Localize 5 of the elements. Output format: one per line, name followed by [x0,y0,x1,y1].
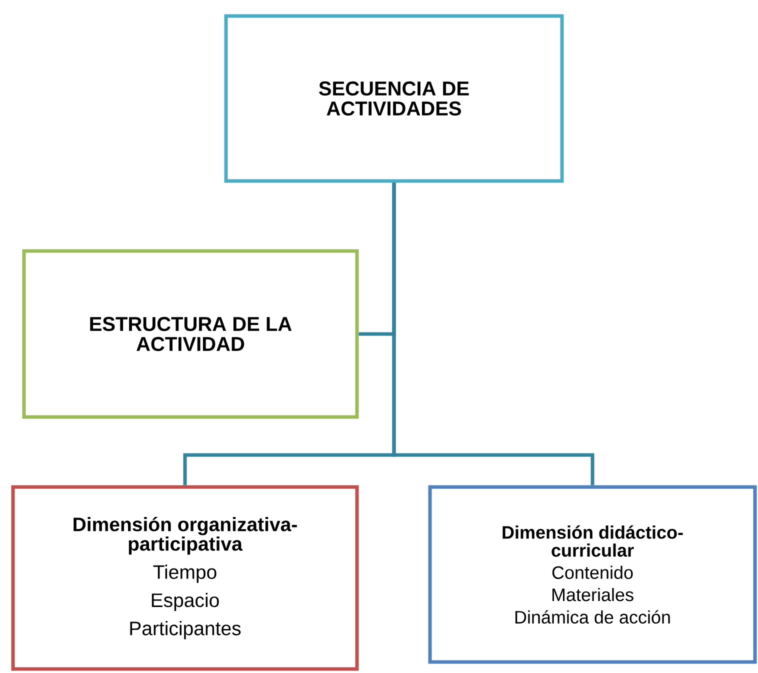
text-box: ESTRUCTURA DE LA ACTIVIDAD [22,249,359,419]
text-box: SECUENCIA DE ACTIVIDADES [224,14,564,183]
connector-line [392,182,594,486]
text-box: Dimensión didáctico-curricular Contenido Materiales Dinámica de acción [428,485,757,664]
text-box: Dimensión organizativa-participativa Tiempo Espacio Participantes [11,485,359,671]
